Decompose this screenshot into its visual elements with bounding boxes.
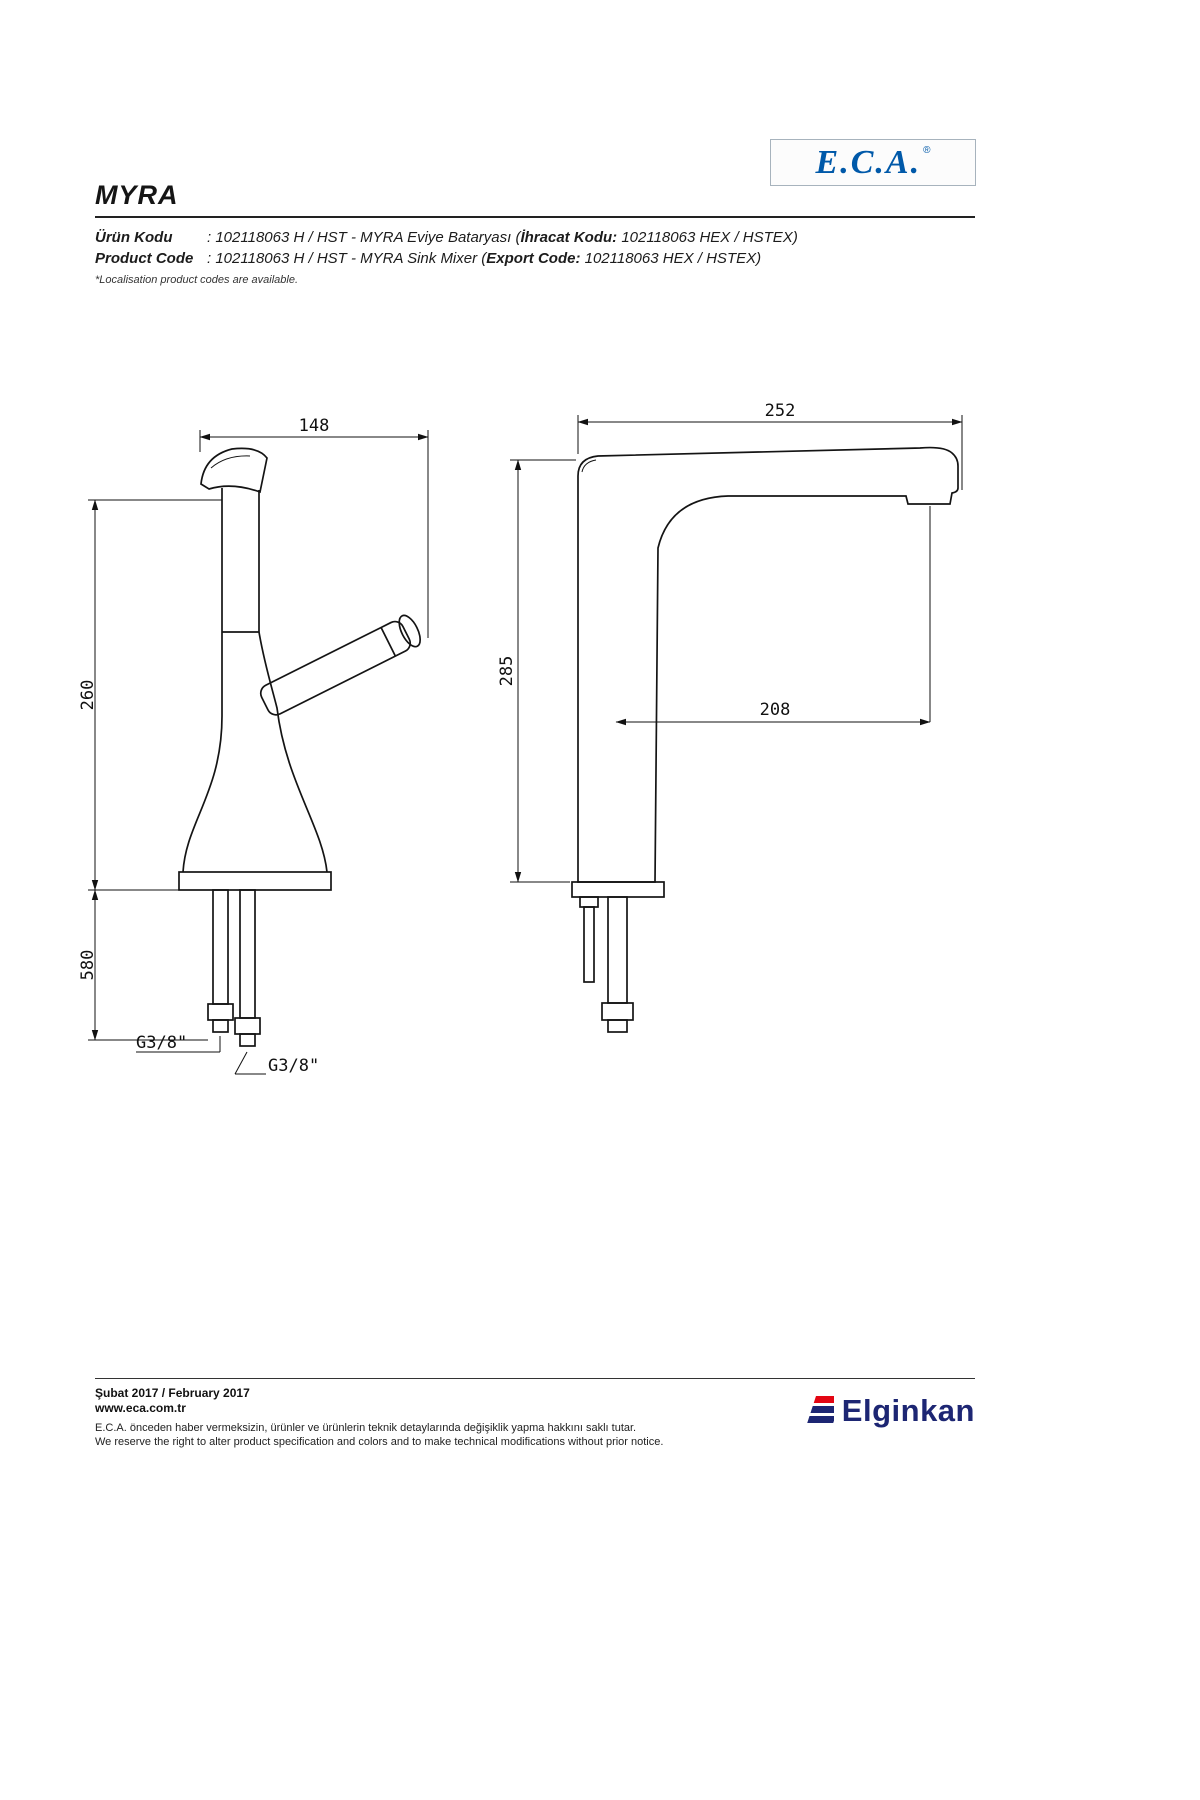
dim-label-side-reach: 208	[760, 700, 791, 720]
dim-label-side-height: 285	[497, 656, 517, 687]
technical-drawings: 148 260 580 G3/8" G3/8"	[80, 401, 963, 1076]
side-view-dimensions: 252 285 208	[497, 401, 963, 883]
product-code-line-tr: Ürün Kodu: 102118063 H / HST - MYRA Eviy…	[95, 229, 798, 246]
dim-label-front-height-upper: 260	[80, 680, 98, 711]
thread-label-left: G3/8"	[136, 1033, 187, 1053]
elginkan-brand-text: Elginkan	[841, 1393, 975, 1428]
dim-label-front-width: 148	[299, 416, 330, 436]
footer-disclaimer-en: We reserve the right to alter product sp…	[95, 1436, 664, 1448]
side-view-supply-hoses	[579, 896, 634, 1033]
eca-logo-text: E.C.A.	[815, 143, 922, 181]
front-view-supply-hoses	[207, 889, 261, 1047]
product-code-value-tr: 102118063 H / HST - MYRA Eviye Bataryası…	[215, 229, 521, 246]
footer-date: Şubat 2017 / February 2017	[95, 1386, 250, 1400]
thread-label-right: G3/8"	[268, 1056, 319, 1076]
eca-logo: E.C.A. ®	[770, 139, 976, 186]
page-title: MYRA	[95, 180, 179, 210]
front-view-dimensions: 148 260 580 G3/8" G3/8"	[80, 416, 429, 1076]
front-view-faucet-outline	[178, 447, 421, 1047]
product-code-block: Ürün Kodu: 102118063 H / HST - MYRA Eviy…	[95, 227, 975, 286]
export-code-value-tr: 102118063 HEX / HSTEX)	[617, 229, 798, 246]
localisation-note: *Localisation product codes are availabl…	[95, 274, 299, 286]
front-view-handle	[259, 614, 421, 716]
export-code-label-en: Export Code:	[486, 250, 581, 267]
title-rule	[95, 216, 975, 218]
product-code-line-en: Product Code: 102118063 H / HST - MYRA S…	[95, 250, 762, 267]
front-view-drawing: 148 260 580 G3/8" G3/8"	[80, 416, 429, 1076]
dim-label-side-depth: 252	[765, 401, 796, 421]
footer-website: www.eca.com.tr	[95, 1401, 186, 1415]
export-code-value-en: 102118063 HEX / HSTEX)	[580, 250, 762, 267]
side-view-drawing: 252 285 208	[497, 401, 963, 1033]
product-code-value-en: 102118063 H / HST - MYRA Sink Mixer (	[215, 250, 487, 267]
elginkan-logo: Elginkan	[798, 1393, 975, 1429]
product-code-label-tr: Ürün Kodu	[95, 229, 173, 246]
footer: Şubat 2017 / February 2017 www.eca.com.t…	[95, 1378, 975, 1449]
elginkan-bars-icon	[807, 1396, 834, 1423]
footer-disclaimer-tr: E.C.A. önceden haber vermeksizin, ürünle…	[95, 1422, 637, 1434]
side-view-faucet-outline	[571, 446, 959, 1033]
export-code-label-tr: İhracat Kodu:	[520, 229, 618, 246]
dim-label-front-height-lower: 580	[80, 950, 98, 981]
product-code-label-en: Product Code	[95, 250, 194, 267]
registered-trademark-icon: ®	[923, 145, 931, 156]
